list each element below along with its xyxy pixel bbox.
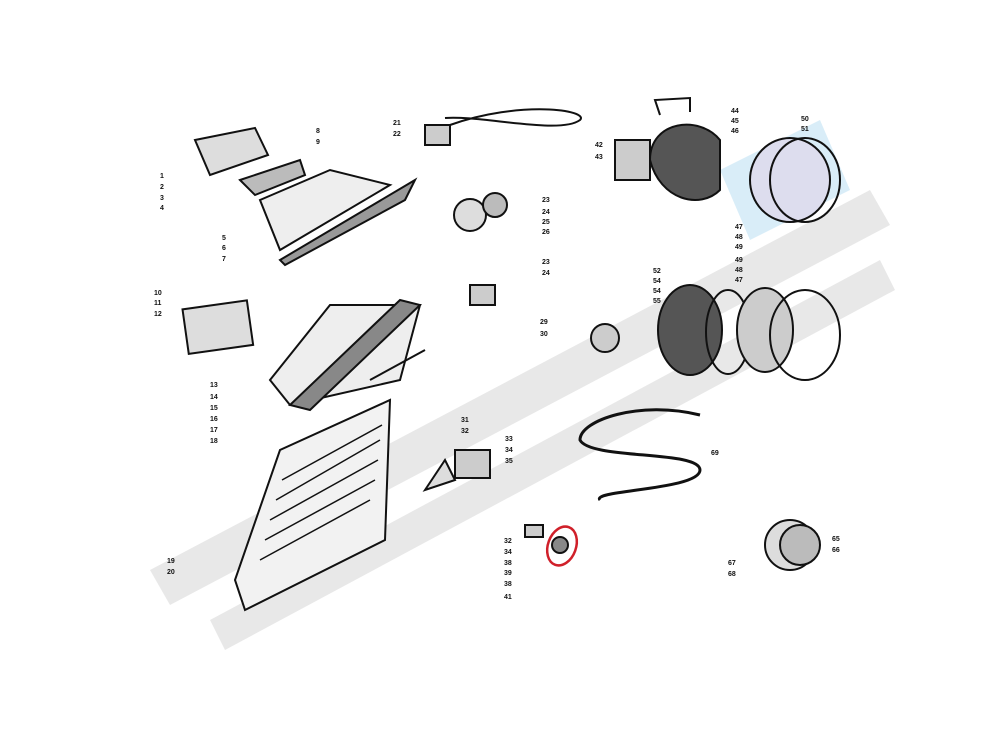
lens [736,287,794,373]
part-number-label: 29 [540,319,548,326]
part-number-label: 22 [393,131,401,138]
part-number-label: 6 [222,245,226,252]
part-number-label: 44 [731,108,739,115]
part-number-label: 24 [542,209,550,216]
part-number-label: 31 [461,417,469,424]
part-number-label: 67 [728,560,736,567]
part-number-label: 34 [505,447,513,454]
part-number-label: 11 [154,300,162,307]
bulb-holder [614,139,651,181]
part-number-label: 24 [542,270,550,277]
part-number-label: 19 [167,558,175,565]
part-number-label: 34 [504,549,512,556]
part-number-label: 68 [728,571,736,578]
part-number-label: 48 [735,267,743,274]
taillight-body [258,168,393,252]
part-number-label: 52 [653,268,661,275]
part-number-label: 38 [504,581,512,588]
part-number-label: 66 [832,547,840,554]
part-number-label: 54 [653,278,661,285]
part-number-label: 12 [154,311,162,318]
part-number-label: 41 [504,594,512,601]
taillight-gasket [278,177,418,267]
part-number-label: 7 [222,256,226,263]
part-number-label: 42 [595,142,603,149]
stop-light [181,299,255,356]
part-number-label: 50 [801,116,809,123]
part-number-label: 16 [210,416,218,423]
highlight-circle [545,525,579,567]
part-number-label: 47 [735,224,743,231]
bracket [469,284,496,306]
reflector [648,123,721,201]
part-number-label: 17 [210,427,218,434]
part-number-label: 1 [160,173,164,180]
part-number-label: 5 [222,235,226,242]
part-number-label: 25 [542,219,550,226]
switch [424,124,451,146]
bulb-socket [590,323,620,353]
part-number-label: 14 [210,394,218,401]
part-number-label: 4 [160,205,164,212]
part-number-label: 3 [160,195,164,202]
part-number-label: 35 [505,458,513,465]
part-number-label: 26 [542,229,550,236]
lower-reflector [657,284,723,376]
part-number-label: 54 [653,288,661,295]
part-number-label: 32 [461,428,469,435]
part-number-label: 43 [595,154,603,161]
part-number-label: 20 [167,569,175,576]
headlamp-rim [749,137,831,223]
part-number-label: 47 [735,277,743,284]
part-number-label: 38 [504,560,512,567]
lower-rim [769,289,841,381]
contact-block [454,449,491,479]
cable [444,108,582,127]
flange [524,524,544,538]
part-number-label: 10 [154,290,162,297]
part-number-label: 9 [316,139,320,146]
taillight-housing [193,126,270,177]
part-number-label: 49 [735,244,743,251]
part-number-label: 45 [731,118,739,125]
part-number-label: 21 [393,120,401,127]
part-number-label: 8 [316,128,320,135]
part-number-label: 23 [542,259,550,266]
part-number-label: 46 [731,128,739,135]
part-number-label: 23 [542,197,550,204]
part-number-label: 2 [160,184,164,191]
part-number-label: 32 [504,538,512,545]
rear-panel [233,398,392,612]
wiring-harness [578,408,702,502]
part-number-label: 33 [505,436,513,443]
part-number-label: 49 [735,257,743,264]
plate [551,536,569,554]
part-number-label: 13 [210,382,218,389]
boot [422,458,457,492]
part-number-label: 48 [735,234,743,241]
part-number-label: 39 [504,570,512,577]
part-number-label: 30 [540,331,548,338]
tail-gasket [287,298,423,412]
clip [653,96,691,116]
part-number-label: 51 [801,126,809,133]
part-number-label: 18 [210,438,218,445]
part-number-label: 55 [653,298,661,305]
part-number-label: 69 [711,450,719,457]
taillight-lens [238,158,307,197]
part-number-label: 15 [210,405,218,412]
socket [453,198,487,232]
part-number-label: 65 [832,536,840,543]
trim-strip [369,349,426,381]
